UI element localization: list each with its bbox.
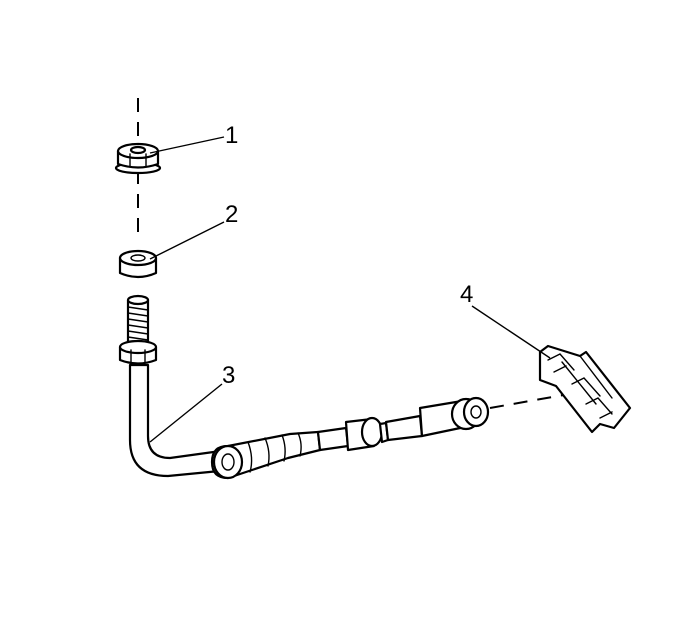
retaining-clip: [538, 344, 632, 434]
callout-4: 4: [460, 281, 473, 308]
brake-hose: [118, 294, 576, 480]
callout-3: 3: [222, 362, 235, 389]
leader-3: [149, 383, 223, 443]
leader-4: [471, 305, 551, 359]
callout-2: 2: [225, 201, 238, 228]
leader-1: [149, 136, 225, 154]
spacer: [118, 249, 158, 279]
leader-2: [149, 221, 225, 260]
callout-1: 1: [225, 122, 238, 149]
flange-nut: [114, 142, 162, 175]
leader-lines: [149, 136, 551, 443]
